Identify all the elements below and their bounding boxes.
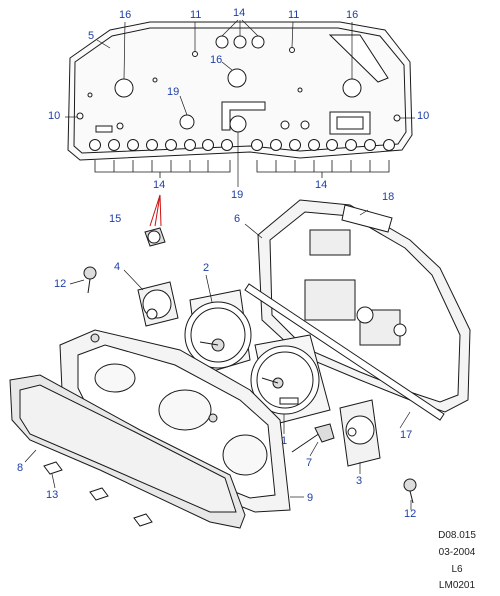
callout-19-lower: 19 xyxy=(231,189,244,201)
leader-lines xyxy=(24,19,415,510)
reset-stem xyxy=(291,423,335,453)
callout-14-right: 14 xyxy=(315,179,328,191)
callout-10-left: 10 xyxy=(48,110,61,122)
callout-6: 6 xyxy=(234,213,241,225)
callout-5: 5 xyxy=(88,30,95,42)
callout-9: 9 xyxy=(307,492,314,504)
callout-16-top-left: 16 xyxy=(119,9,132,21)
callout-11-left: 11 xyxy=(190,9,202,21)
callout-19-upper: 19 xyxy=(167,86,180,98)
callout-16-top-right: 16 xyxy=(346,9,359,21)
callout-8: 8 xyxy=(17,462,24,474)
callout-18: 18 xyxy=(382,191,395,203)
reference-drawing: LM0201 xyxy=(438,580,476,591)
reference-date: 03-2004 xyxy=(438,547,476,558)
callout-4: 4 xyxy=(114,261,121,273)
callout-16-mid: 16 xyxy=(210,54,223,66)
callout-15: 15 xyxy=(109,213,122,225)
seal-strip xyxy=(244,283,445,421)
lens-cover xyxy=(9,374,246,529)
cover-plate xyxy=(341,204,393,233)
callout-17: 17 xyxy=(400,429,413,441)
callout-1: 1 xyxy=(281,435,288,447)
bulb-bracket xyxy=(94,160,390,178)
gauge-dial-main xyxy=(250,334,331,426)
foam-pads xyxy=(43,461,153,527)
callout-2: 2 xyxy=(203,262,210,274)
screw-right xyxy=(403,478,417,504)
circuit-board xyxy=(67,21,413,161)
callout-10-right: 10 xyxy=(417,110,430,122)
callout-3: 3 xyxy=(356,475,363,487)
screw-left xyxy=(83,266,97,294)
front-bezel xyxy=(59,329,291,513)
callout-12-left: 12 xyxy=(54,278,67,290)
callout-12-right: 12 xyxy=(404,508,417,520)
reference-code: D08.015 xyxy=(438,530,476,541)
bulb-holder xyxy=(144,227,166,247)
callout-14-top: 14 xyxy=(233,7,246,19)
red-leaders xyxy=(149,194,162,227)
gauge-small-right xyxy=(339,399,381,467)
reference-variant: L6 xyxy=(451,564,463,575)
callout-14-left: 14 xyxy=(153,179,166,191)
gauge-small-left xyxy=(137,281,179,327)
callout-11-right: 11 xyxy=(288,9,300,21)
callout-13: 13 xyxy=(46,489,59,501)
gauge-dial-large xyxy=(184,289,252,376)
callout-7: 7 xyxy=(306,457,313,469)
